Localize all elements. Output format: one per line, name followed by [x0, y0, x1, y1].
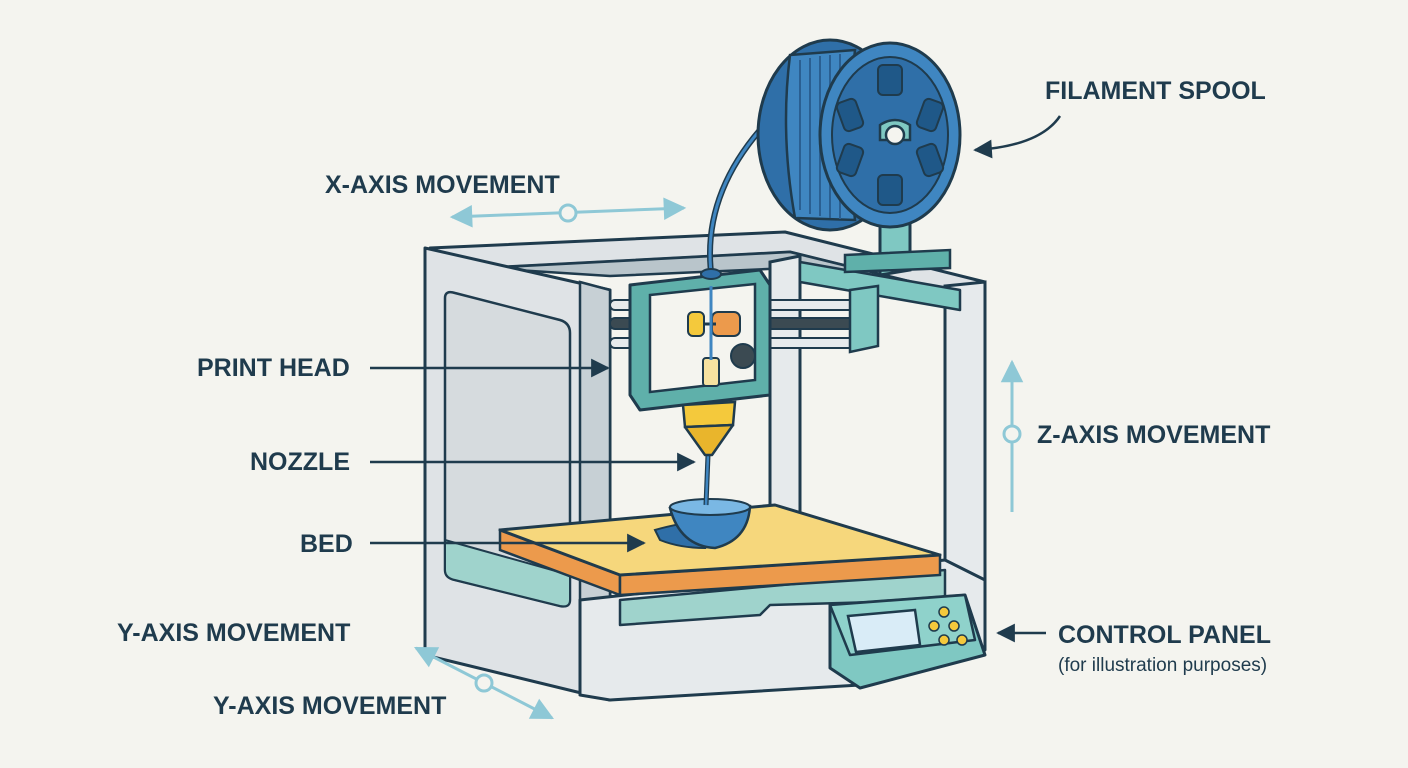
y-axis-label-bottom: Y-AXIS MOVEMENT [213, 692, 446, 720]
filament-spool-label: FILAMENT SPOOL [1045, 77, 1266, 105]
bed-label: BED [300, 530, 353, 558]
x-axis-label: X-AXIS MOVEMENT [325, 171, 560, 199]
y-axis-arrow [413, 646, 555, 720]
y-axis-label-top: Y-AXIS MOVEMENT [117, 619, 350, 647]
print-head-icon [628, 268, 772, 412]
z-axis-arrow [1000, 359, 1024, 512]
x-axis-arrow [449, 197, 687, 228]
nozzle-label: NOZZLE [250, 448, 350, 476]
control-panel-label: CONTROL PANEL [1058, 621, 1271, 649]
control-panel-icon [828, 593, 987, 690]
control-panel-note: (for illustration purposes) [1058, 655, 1267, 676]
nozzle-icon [681, 400, 737, 457]
print-head-label: PRINT HEAD [197, 354, 350, 382]
filament-spool-icon [756, 38, 962, 277]
filament-spool-leader [973, 115, 1062, 159]
bowl-print-icon [653, 498, 752, 550]
z-axis-label: Z-AXIS MOVEMENT [1037, 421, 1270, 449]
